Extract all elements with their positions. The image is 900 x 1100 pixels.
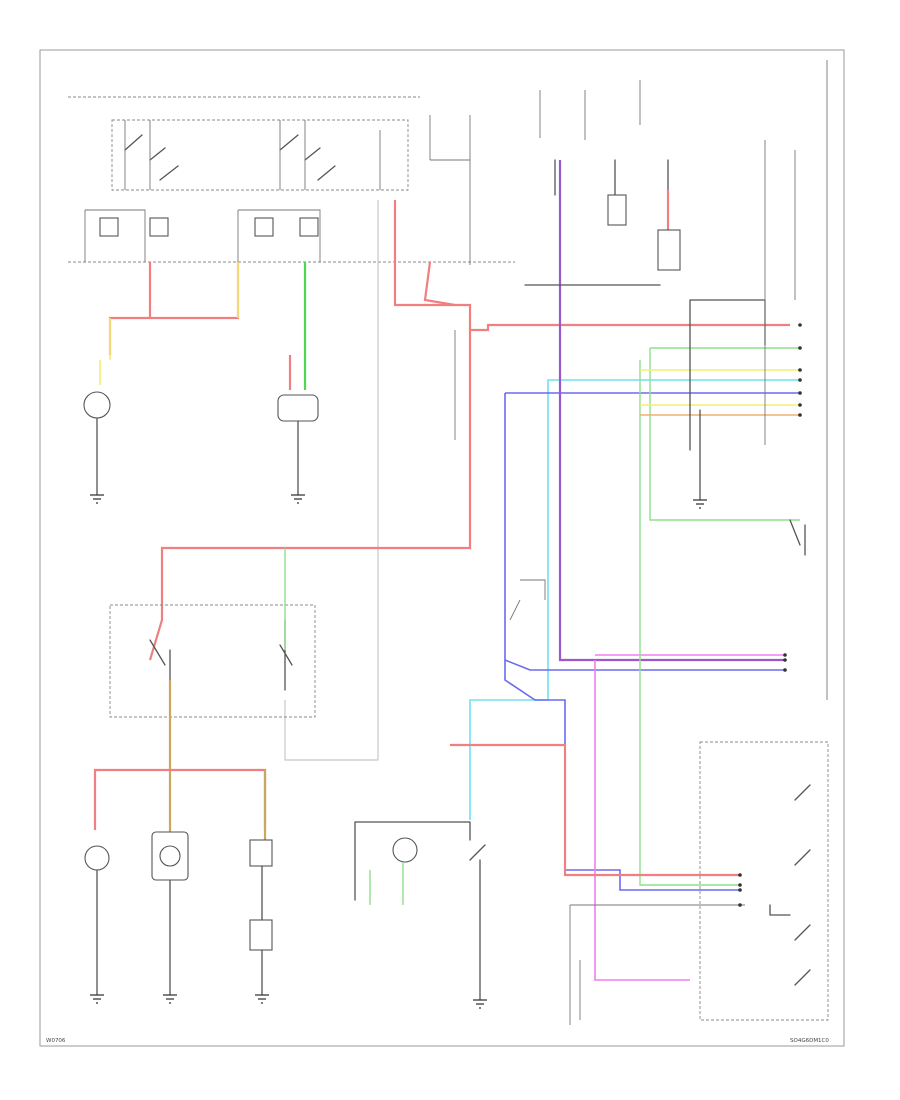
yellow-wire-left (99, 262, 239, 385)
purple-wire (558, 160, 785, 662)
bottom-right-connector (569, 904, 745, 1025)
footer-left-code: W0706 (46, 1038, 66, 1044)
red-wire-drop (148, 330, 472, 661)
diagram-frame (39, 49, 845, 1047)
junction-box-4 (299, 217, 319, 237)
bottom-switch-frame (354, 821, 486, 1001)
blue-wire (504, 392, 800, 891)
relay-contact-1 (149, 639, 171, 681)
junction-box-2 (149, 217, 169, 237)
switch-contacts-right (279, 134, 336, 181)
connector-right-edge (764, 140, 796, 445)
relay-contact-2 (279, 619, 293, 691)
center-lamp-bulb (159, 845, 181, 867)
green-wire-right (639, 347, 800, 886)
fuse-top-right-1 (607, 194, 627, 226)
ground-right-top (693, 499, 707, 509)
ground-left-1 (90, 494, 104, 504)
indicator-lamp (249, 839, 273, 867)
yellow-wire-right (640, 369, 800, 406)
lamp-ground-wires (96, 865, 263, 996)
grey-wire-center (284, 200, 379, 761)
headlight-switch-box (111, 119, 409, 191)
ground-switch-right (789, 519, 806, 556)
junction-block-lines (84, 209, 321, 262)
junction-box-3 (254, 217, 274, 237)
red-wire-loop (423, 261, 456, 307)
junction-box-1 (99, 217, 119, 237)
red-wire-top (393, 200, 790, 332)
top-right-wire-1 (554, 159, 669, 216)
mid-relay-lines (509, 579, 546, 621)
footer-right-code: SO4G6DM1C0 (790, 1038, 829, 1044)
red-wire-lamps (93, 768, 267, 830)
left-headlight-bulb (83, 391, 111, 419)
center-fuse-lines (429, 115, 471, 265)
fuse-block-lower (249, 919, 273, 951)
right-bracket (539, 80, 641, 140)
bottom-right-switches (769, 784, 811, 986)
red-wire-headlights (108, 262, 240, 355)
switch-internal-lines (124, 120, 381, 190)
pink-wire (594, 654, 785, 981)
ground-right-1 (291, 494, 305, 504)
ground-lamp-2 (163, 994, 177, 1004)
switch-contacts-left (124, 134, 179, 181)
left-fog-lamp (84, 845, 110, 871)
right-bus-connectors (738, 323, 802, 907)
ground-lamp-1 (90, 994, 104, 1004)
bottom-green-wires (369, 862, 404, 905)
headlight-ground-wires (96, 417, 299, 496)
fuse-top-right-2 (657, 229, 681, 271)
ground-bottom-center (473, 999, 487, 1009)
dark-wire-right (689, 299, 766, 501)
ground-lamp-3 (255, 994, 269, 1004)
dimmer-relay-box (109, 604, 316, 718)
bottom-center-bulb (392, 837, 418, 863)
right-headlight-unit (277, 394, 319, 422)
bottom-right-box (699, 741, 829, 1021)
red-wire-right-bottom (450, 743, 740, 877)
